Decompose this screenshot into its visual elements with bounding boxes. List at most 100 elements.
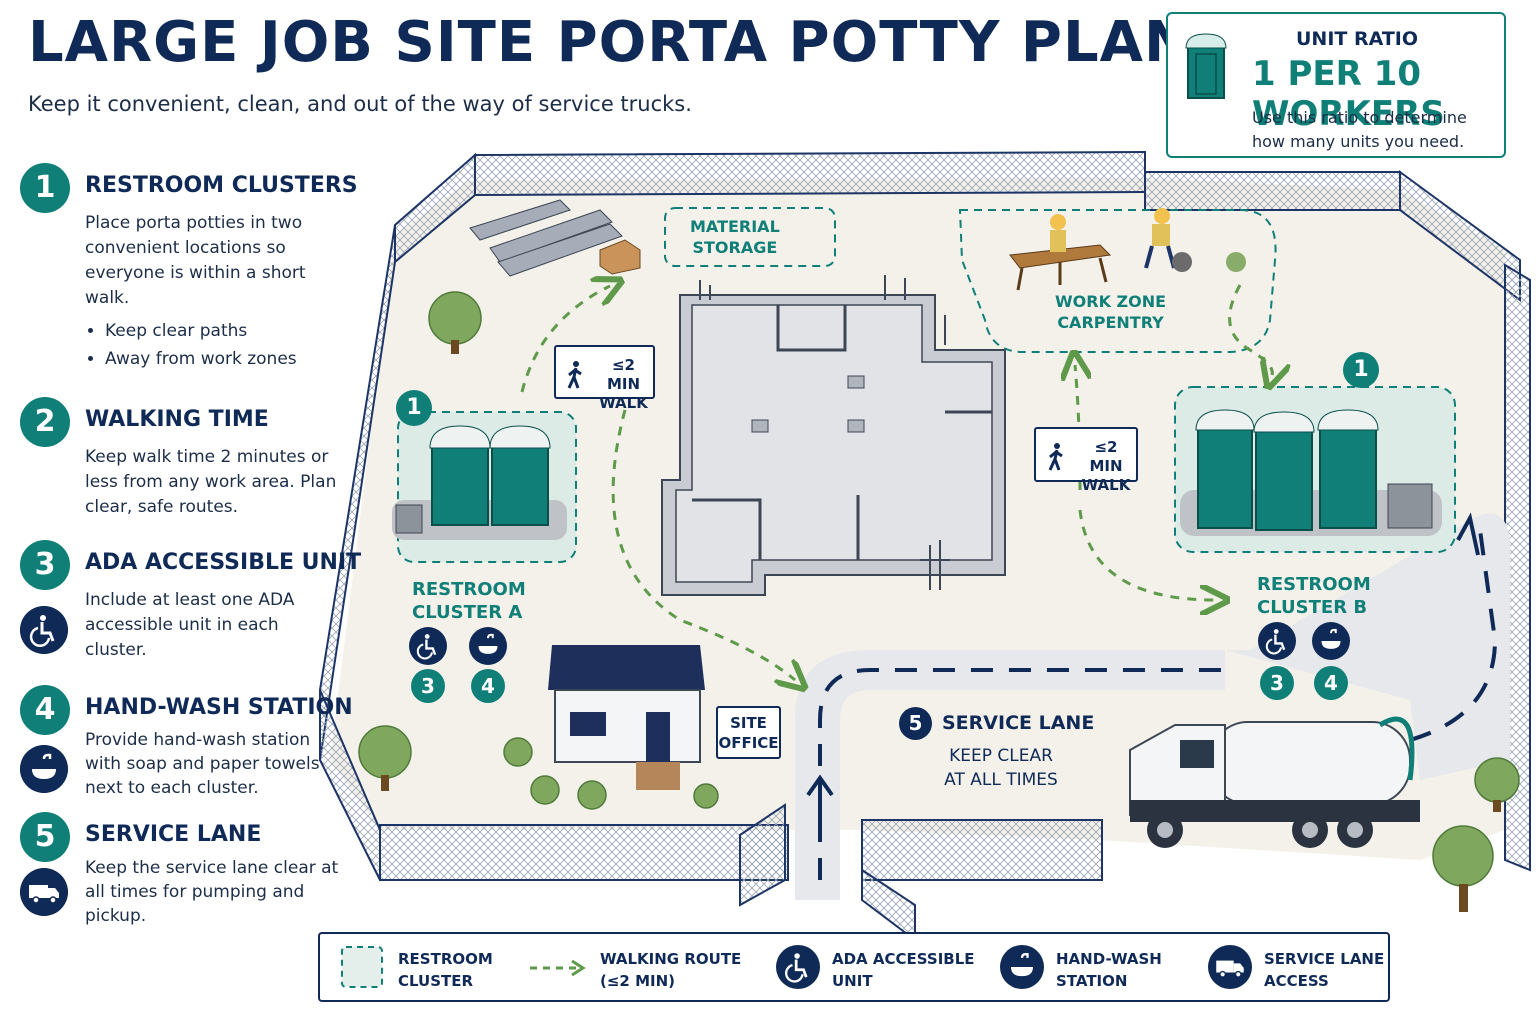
label-line: OFFICE: [718, 734, 779, 752]
step-body: Provide hand-wash station with soap and …: [85, 730, 320, 798]
ratio-description-line: Use this ratio to determine: [1252, 108, 1467, 127]
legend-label: CLUSTER: [398, 972, 474, 990]
service-lane-dashes: [818, 668, 1225, 880]
badge-handwash: 4: [1314, 666, 1348, 700]
legend-label: HAND-WASH: [1056, 950, 1162, 968]
bullet-item: Away from work zones: [105, 345, 345, 373]
bullet-item: Keep clear paths: [105, 317, 345, 345]
label-line: RESTROOM: [1257, 574, 1371, 595]
legend-label: WALKING ROUTE: [600, 950, 742, 968]
label-line: AT ALL TIMES: [944, 770, 1058, 790]
walk-time-text: ≤2 MIN WALK: [1076, 438, 1136, 495]
site-office-label: SITE OFFICE: [716, 706, 781, 759]
unit-ratio-card: UNIT RATIO 1 PER 10 WORKERS Use this rat…: [1166, 12, 1506, 158]
legend: RESTROOM CLUSTER WALKING ROUTE (≤2 MIN) …: [318, 932, 1390, 1002]
label-line: ≤2 MIN: [1089, 438, 1123, 475]
service-lane-title: SERVICE LANE: [942, 712, 1095, 734]
cluster-a-number: 1: [396, 390, 432, 426]
work-zone-boundary: [958, 209, 1277, 353]
step-heading: WALKING TIME: [85, 407, 269, 432]
label-line: KEEP CLEAR: [949, 746, 1053, 766]
ratio-description-line: how many units you need.: [1252, 132, 1465, 151]
badge-ada: 3: [1260, 666, 1294, 700]
walk-time-sign-b: ≤2 MIN WALK: [1034, 427, 1138, 494]
walk-time-sign-a: ≤2 MIN WALK: [554, 345, 655, 412]
cluster-a-units: [395, 425, 551, 534]
porta-potty-icon: [1185, 33, 1227, 99]
step-number: 3: [20, 540, 70, 590]
walking-person-icon: [1048, 443, 1063, 471]
dashed-arrow-icon: [530, 959, 586, 977]
work-zone-label: WORK ZONE CARPENTRY: [1055, 291, 1166, 333]
label-line: WALK: [1081, 476, 1131, 494]
legend-label: SERVICE LANE: [1264, 950, 1385, 968]
legend-label: ACCESS: [1264, 972, 1329, 990]
pump-truck: [1129, 716, 1420, 848]
label-line: CLUSTER A: [412, 602, 523, 623]
wheelchair-icon: [20, 606, 68, 654]
ratio-label: UNIT RATIO: [1296, 28, 1419, 50]
badge-ada: 3: [411, 669, 445, 703]
legend-label: STATION: [1056, 972, 1128, 990]
trees: [358, 291, 1520, 912]
truck-icon: [1208, 945, 1252, 989]
step-text: Place porta potties in two convenient lo…: [85, 213, 306, 308]
legend-item-walking-route: WALKING ROUTE (≤2 MIN): [600, 948, 741, 992]
building-foundation: [661, 275, 1006, 596]
legend-label: UNIT: [832, 972, 873, 990]
wheelchair-icon: [1258, 622, 1296, 660]
material-storage-zone: [664, 207, 836, 267]
step-heading: SERVICE LANE: [85, 822, 262, 847]
label-line: WORK ZONE: [1055, 292, 1167, 311]
service-lane-road: [795, 650, 1225, 900]
label-line: ≤2 MIN: [606, 356, 641, 393]
legend-label: ADA ACCESSIBLE: [832, 950, 975, 968]
walking-person-icon: [567, 361, 582, 389]
wheelchair-icon: [776, 945, 820, 989]
legend-label: (≤2 MIN): [600, 972, 675, 990]
step-number: 4: [20, 685, 70, 735]
sink-icon: [1000, 945, 1044, 989]
step-body: Keep the service lane clear at all times…: [85, 858, 339, 926]
label-line: MATERIAL: [690, 217, 780, 236]
truck-icon: [20, 868, 68, 916]
page-title: LARGE JOB SITE PORTA POTTY PLAN: [28, 10, 1192, 75]
cluster-b-label: RESTROOM CLUSTER B: [1257, 573, 1371, 619]
sink-icon: [469, 627, 507, 665]
legend-item-cluster: RESTROOM CLUSTER: [398, 948, 493, 992]
label-line: SITE: [730, 714, 767, 732]
material-pile: [469, 199, 641, 277]
wheelchair-icon: [409, 627, 447, 665]
walk-time-text: ≤2 MIN WALK: [594, 356, 653, 413]
sink-icon: [20, 745, 68, 793]
cluster-a-label: RESTROOM CLUSTER A: [412, 578, 526, 624]
step-number: 2: [20, 397, 70, 447]
step-body: Place porta potties in two convenient lo…: [85, 211, 345, 373]
legend-item-handwash: HAND-WASH STATION: [1056, 948, 1162, 992]
walking-routes: [520, 285, 1272, 680]
carpentry-workers: [1009, 208, 1246, 291]
dashed-box-icon: [341, 946, 383, 988]
label-line: CLUSTER B: [1257, 597, 1368, 618]
label-line: RESTROOM: [412, 579, 526, 600]
label-line: STORAGE: [692, 238, 778, 257]
lane-arrow-up: [806, 774, 834, 840]
label-line: WALK: [599, 394, 648, 412]
service-lane-number: 5: [899, 707, 932, 740]
service-lane-note: KEEP CLEAR AT ALL TIMES: [930, 744, 1072, 792]
legend-item-ada: ADA ACCESSIBLE UNIT: [832, 948, 975, 992]
step-heading: RESTROOM CLUSTERS: [85, 173, 358, 198]
label-line: CARPENTRY: [1057, 313, 1164, 332]
step-heading: ADA ACCESSIBLE UNIT: [85, 550, 362, 575]
page-subtitle: Keep it convenient, clean, and out of th…: [28, 92, 692, 116]
step-body: Keep walk time 2 minutes or less from an…: [85, 447, 337, 517]
step-number: 5: [20, 812, 70, 862]
step-bullets: Keep clear paths Away from work zones: [85, 317, 345, 373]
cluster-b-number: 1: [1343, 352, 1379, 388]
site-office-building: [548, 645, 705, 790]
badge-handwash: 4: [471, 669, 505, 703]
material-storage-label: MATERIAL STORAGE: [690, 216, 780, 258]
cluster-b-units: [1195, 409, 1433, 531]
step-number: 1: [20, 163, 70, 213]
